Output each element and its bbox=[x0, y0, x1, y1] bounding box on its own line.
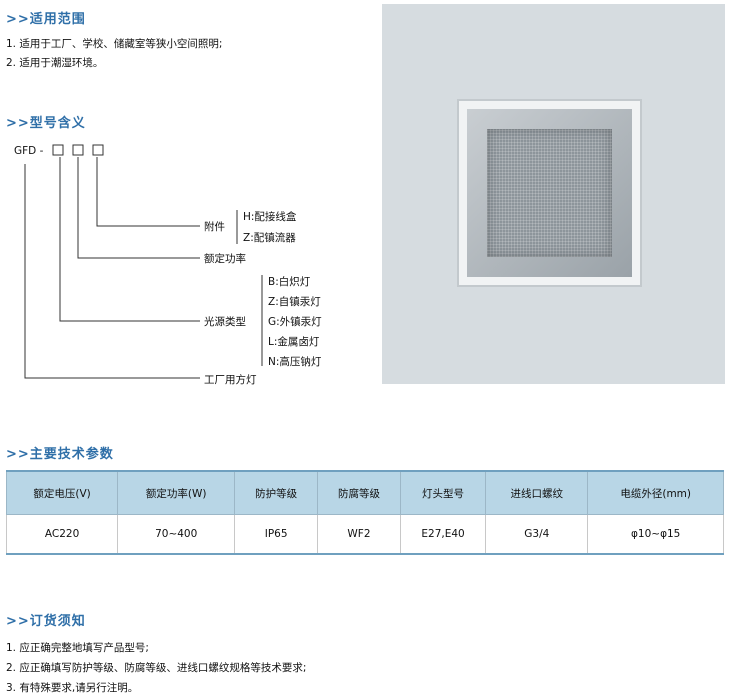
cell-inlet-thread: G3/4 bbox=[485, 514, 589, 555]
model-prefix: GFD - bbox=[14, 145, 44, 157]
light-source-option-z: Z:自镇汞灯 bbox=[268, 296, 321, 308]
header-voltage: 额定电压(V) bbox=[5, 470, 119, 515]
scope-title: >>适用范围 bbox=[6, 12, 86, 27]
model-code-diagram bbox=[24, 144, 263, 379]
cell-protection: IP65 bbox=[234, 514, 319, 555]
header-power: 额定功率(W) bbox=[117, 470, 236, 515]
header-cable-diameter: 电缆外径(mm) bbox=[587, 470, 724, 515]
specs-table: 额定电压(V) 额定功率(W) 防护等级 防腐等级 灯头型号 进线口螺纹 电缆外… bbox=[5, 470, 724, 555]
scope-item-1: 1. 适用于工厂、学校、储藏室等狭小空间照明; bbox=[6, 38, 223, 50]
order-item-1: 1. 应正确完整地填写产品型号; bbox=[6, 642, 149, 654]
light-source-option-n: N:高压钠灯 bbox=[268, 356, 322, 368]
cell-voltage: AC220 bbox=[5, 514, 119, 555]
order-item-2: 2. 应正确填写防护等级、防腐等级、进线口螺纹规格等技术要求; bbox=[6, 662, 307, 674]
cell-lamp-base: E27,E40 bbox=[399, 514, 487, 555]
header-inlet-thread: 进线口螺纹 bbox=[485, 470, 589, 515]
lamp-reflector bbox=[467, 109, 632, 277]
scope-item-2: 2. 适用于潮湿环境。 bbox=[6, 57, 104, 69]
code-box-2 bbox=[72, 144, 84, 156]
code-box-3 bbox=[92, 144, 104, 156]
leader-light-source bbox=[59, 157, 200, 322]
lamp-frame bbox=[457, 99, 642, 287]
leader-power bbox=[77, 157, 200, 259]
header-anticorrosion: 防腐等级 bbox=[317, 470, 401, 515]
code-box-1 bbox=[52, 144, 64, 156]
order-title: >>订货须知 bbox=[6, 614, 86, 629]
header-lamp-base: 灯头型号 bbox=[399, 470, 487, 515]
accessory-option-h: H:配接线盒 bbox=[243, 211, 297, 223]
specs-title: >>主要技术参数 bbox=[6, 447, 114, 462]
cell-anticorrosion: WF2 bbox=[317, 514, 401, 555]
accessory-option-z: Z:配镇流器 bbox=[243, 232, 296, 244]
lamp-mesh-cover bbox=[487, 129, 612, 257]
header-protection: 防护等级 bbox=[234, 470, 319, 515]
light-source-label: 光源类型 bbox=[204, 316, 246, 328]
table-row: AC220 70~400 IP65 WF2 E27,E40 G3/4 φ10~φ… bbox=[5, 514, 724, 555]
model-title: >>型号含义 bbox=[6, 116, 86, 131]
power-label: 额定功率 bbox=[204, 253, 246, 265]
light-source-option-l: L:金属卤灯 bbox=[268, 336, 320, 348]
order-item-3: 3. 有特殊要求,请另行注明。 bbox=[6, 682, 139, 694]
accessory-label: 附件 bbox=[204, 221, 225, 233]
light-source-option-b: B:白炽灯 bbox=[268, 276, 311, 288]
light-source-option-g: G:外镇汞灯 bbox=[268, 316, 322, 328]
cell-power: 70~400 bbox=[117, 514, 236, 555]
leader-product bbox=[24, 164, 200, 379]
product-label: 工厂用方灯 bbox=[204, 374, 257, 386]
product-photo bbox=[382, 4, 725, 384]
cell-cable-diameter: φ10~φ15 bbox=[587, 514, 724, 555]
leader-accessory bbox=[96, 157, 200, 227]
specs-header-row: 额定电压(V) 额定功率(W) 防护等级 防腐等级 灯头型号 进线口螺纹 电缆外… bbox=[5, 470, 724, 515]
